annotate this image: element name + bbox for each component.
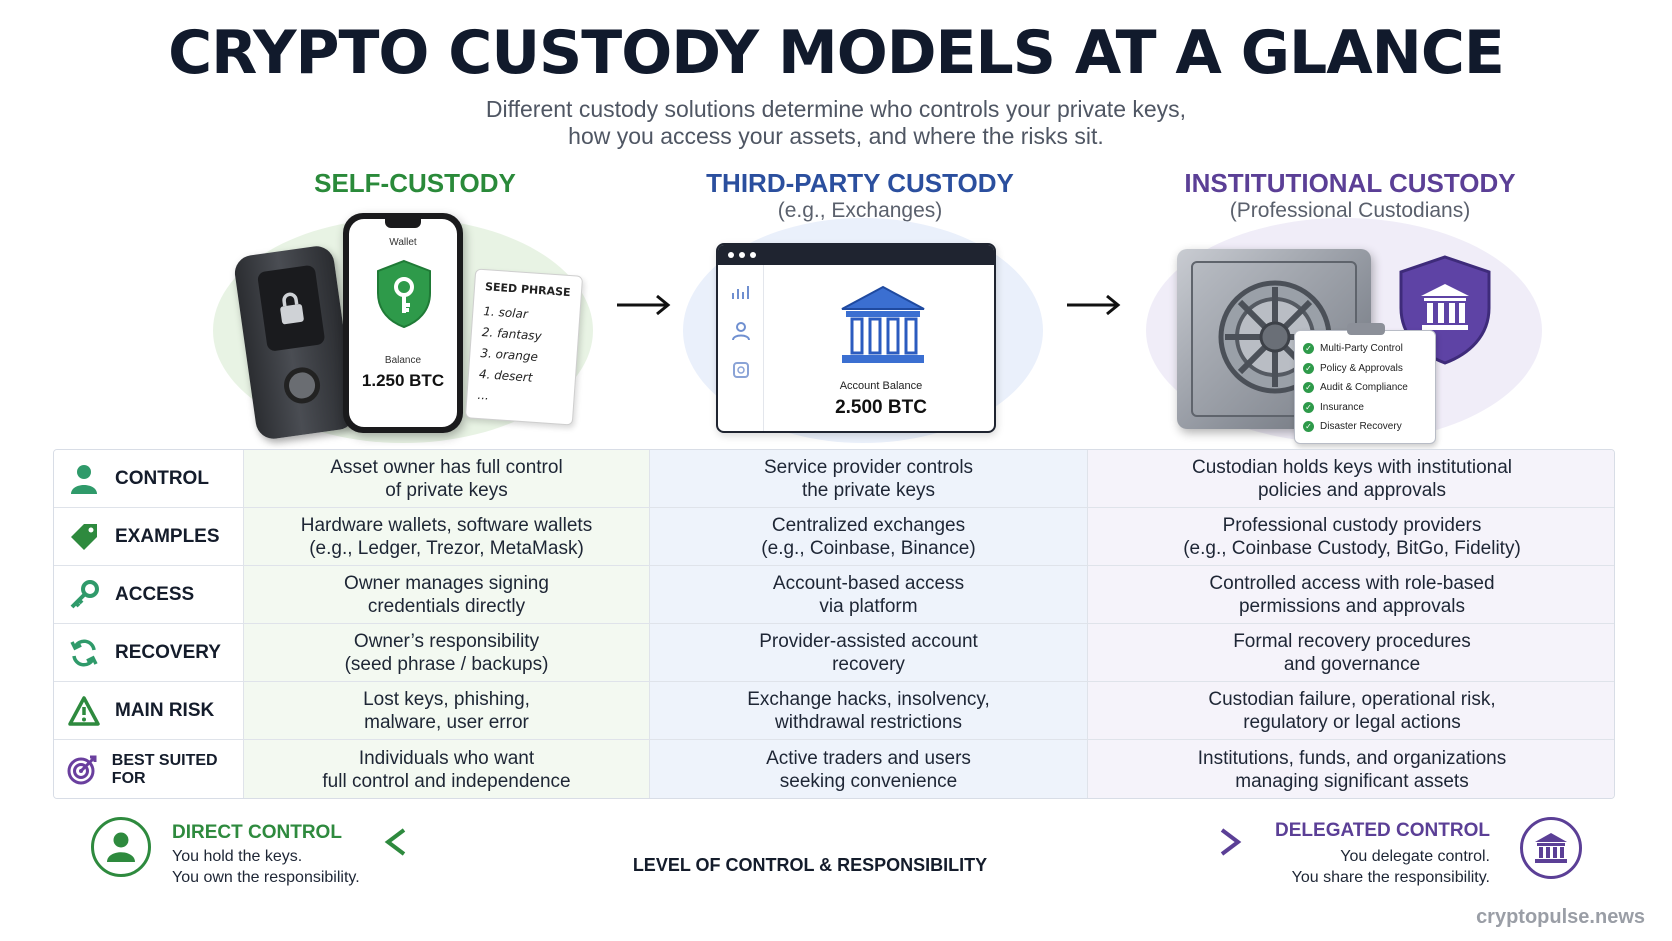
heading-self-custody: SELF-CUSTODY xyxy=(314,168,516,198)
delegated-control-bank-icon xyxy=(1520,817,1582,879)
comparison-table: CONTROL Asset owner has full control of … xyxy=(53,449,1615,799)
user-icon xyxy=(731,321,751,346)
cell-third-party: Account-based access via platform xyxy=(650,566,1088,623)
user-icon xyxy=(66,461,102,497)
account-balance-value: 2.500 BTC xyxy=(835,397,927,418)
compliance-checklist: ✓Multi-Party Control ✓Policy & Approvals… xyxy=(1294,323,1436,444)
cell-institutional: Custodian failure, operational risk, reg… xyxy=(1088,682,1614,739)
bank-icon xyxy=(838,283,928,372)
phone-balance-label: Balance xyxy=(384,355,422,366)
subtitle-line-1: Different custody solutions determine wh… xyxy=(485,96,1187,122)
seed-phrase-title: SEED PHRASE xyxy=(484,280,571,300)
heading-institutional-custody: INSTITUTIONAL CUSTODY xyxy=(1184,168,1516,198)
check-icon: ✓ xyxy=(1303,343,1314,355)
cell-third-party: Centralized exchanges (e.g., Coinbase, B… xyxy=(650,508,1088,565)
cell-third-party: Service provider controls the private ke… xyxy=(650,450,1088,507)
subheading-institutional: (Professional Custodians) xyxy=(1229,199,1471,222)
row-label: ACCESS xyxy=(54,566,244,623)
chart-icon xyxy=(731,283,751,306)
cell-institutional: Custodian holds keys with institutional … xyxy=(1088,450,1614,507)
flow-arrow-icon xyxy=(615,293,673,322)
table-row-control: CONTROL Asset owner has full control of … xyxy=(54,450,1614,508)
seed-phrase-card: SEED PHRASE 1. solar 2. fantasy 3. orang… xyxy=(464,268,584,426)
table-row-recovery: RECOVERY Owner’s responsibility (seed ph… xyxy=(54,624,1614,682)
cell-third-party: Provider-assisted account recovery xyxy=(650,624,1088,681)
phone-wallet-label: Wallet xyxy=(389,237,417,248)
refresh-icon xyxy=(66,635,102,671)
key-icon xyxy=(66,577,102,613)
flow-arrow-icon xyxy=(1065,293,1123,322)
row-label: EXAMPLES xyxy=(54,508,244,565)
direct-control-user-icon xyxy=(91,817,151,877)
table-row-best-suited-for: BEST SUITED FOR Individuals who want ful… xyxy=(54,740,1614,798)
cell-self-custody: Hardware wallets, software wallets (e.g.… xyxy=(244,508,650,565)
table-row-access: ACCESS Owner manages signing credentials… xyxy=(54,566,1614,624)
cell-third-party: Active traders and users seeking conveni… xyxy=(650,740,1088,798)
cell-institutional: Controlled access with role-based permis… xyxy=(1088,566,1614,623)
settings-icon xyxy=(731,360,751,385)
check-icon: ✓ xyxy=(1303,421,1314,433)
cell-self-custody: Asset owner has full control of private … xyxy=(244,450,650,507)
checklist-item: ✓Disaster Recovery xyxy=(1303,417,1427,437)
cell-institutional: Formal recovery procedures and governanc… xyxy=(1088,624,1614,681)
row-label: MAIN RISK xyxy=(54,682,244,739)
subtitle-line-2: how you access your assets, and where th… xyxy=(568,123,1104,149)
watermark: cryptopulse.news xyxy=(1476,906,1645,928)
heading-third-party-custody: THIRD-PARTY CUSTODY xyxy=(706,168,1014,198)
cell-third-party: Exchange hacks, insolvency, withdrawal r… xyxy=(650,682,1088,739)
table-row-examples: EXAMPLES Hardware wallets, software wall… xyxy=(54,508,1614,566)
row-label: RECOVERY xyxy=(54,624,244,681)
shield-key-icon xyxy=(375,259,433,334)
delegated-control-heading: DELEGATED CONTROL xyxy=(1275,820,1490,841)
check-icon: ✓ xyxy=(1303,362,1314,374)
check-icon: ✓ xyxy=(1303,382,1314,394)
lock-icon xyxy=(256,264,326,352)
cell-institutional: Institutions, funds, and organizations m… xyxy=(1088,740,1614,798)
control-scale-arrow-icon xyxy=(382,827,1244,862)
subheading-third-party: (e.g., Exchanges) xyxy=(777,199,943,222)
delegated-control-line-2: You share the responsibility. xyxy=(1291,869,1490,886)
checklist-item: ✓Audit & Compliance xyxy=(1303,378,1427,398)
tag-icon xyxy=(66,519,102,555)
wallet-button xyxy=(281,365,323,406)
page-title: CRYPTO CUSTODY MODELS AT A GLANCE xyxy=(168,18,1505,88)
table-row-main-risk: MAIN RISK Lost keys, phishing, malware, … xyxy=(54,682,1614,740)
delegated-control-line-1: You delegate control. xyxy=(1340,848,1490,865)
check-icon: ✓ xyxy=(1303,401,1314,413)
hardware-wallet xyxy=(232,243,358,442)
cell-self-custody: Lost keys, phishing, malware, user error xyxy=(244,682,650,739)
direct-control-line-2: You own the responsibility. xyxy=(172,869,360,886)
cell-institutional: Professional custody providers (e.g., Co… xyxy=(1088,508,1614,565)
exchange-window: Account Balance 2.500 BTC xyxy=(716,243,996,433)
cell-self-custody: Owner manages signing credentials direct… xyxy=(244,566,650,623)
target-icon xyxy=(66,752,99,788)
account-balance-label: Account Balance xyxy=(839,380,923,392)
checklist-item: ✓Multi-Party Control xyxy=(1303,339,1427,359)
warning-icon xyxy=(66,693,102,729)
phone-balance-value: 1.250 BTC xyxy=(361,371,445,390)
direct-control-line-1: You hold the keys. xyxy=(172,848,303,865)
direct-control-heading: DIRECT CONTROL xyxy=(172,822,342,843)
cell-self-custody: Individuals who want full control and in… xyxy=(244,740,650,798)
control-scale-label: LEVEL OF CONTROL & RESPONSIBILITY xyxy=(632,855,988,875)
row-label: CONTROL xyxy=(54,450,244,507)
window-titlebar xyxy=(718,245,994,265)
cell-self-custody: Owner’s responsibility (seed phrase / ba… xyxy=(244,624,650,681)
checklist-item: ✓Insurance xyxy=(1303,398,1427,418)
checklist-item: ✓Policy & Approvals xyxy=(1303,359,1427,379)
row-label: BEST SUITED FOR xyxy=(54,740,244,798)
phone: Wallet Balance 1.250 BTC xyxy=(343,213,463,433)
